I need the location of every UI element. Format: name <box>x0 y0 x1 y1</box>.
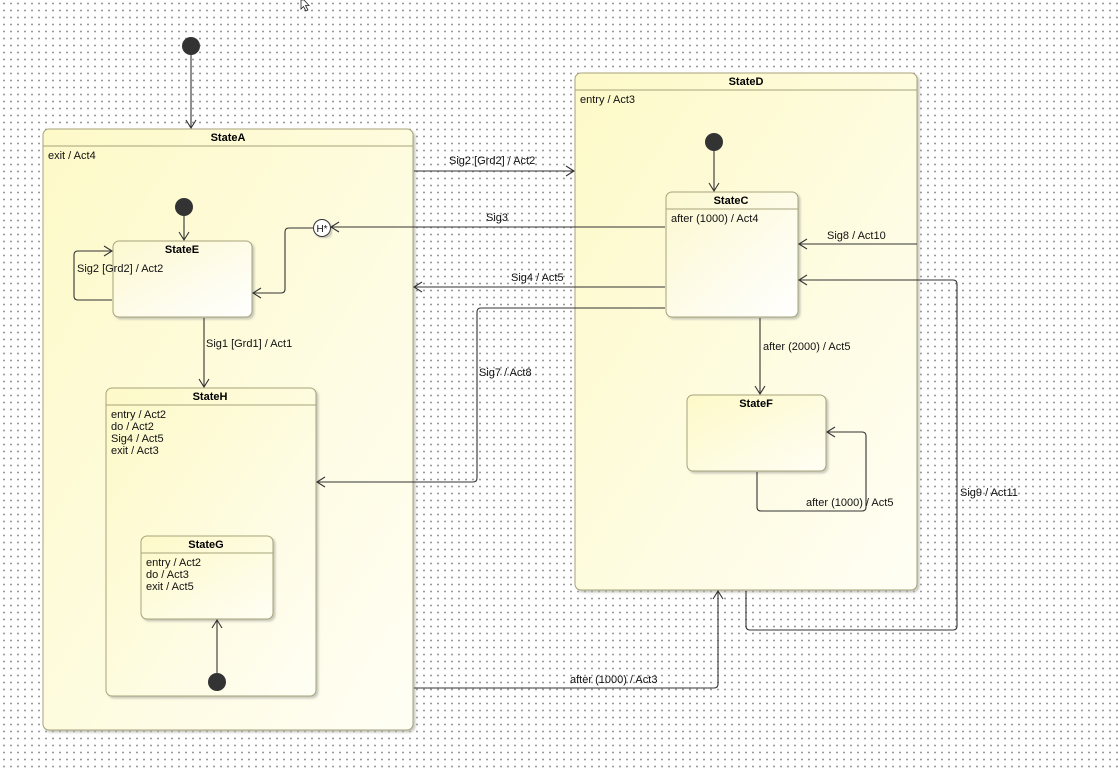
transition-e-self[interactable]: Sig2 [Grd2] / Act2 <box>73 245 163 301</box>
transition-history-to-e[interactable] <box>251 227 313 299</box>
transition-c-to-a[interactable]: Sig4 / Act5 <box>412 272 665 293</box>
state-f-box[interactable] <box>686 394 827 472</box>
deep-history-node[interactable]: H* <box>313 219 331 237</box>
state-c-activity: after (1000) / Act4 <box>671 213 758 225</box>
state-c[interactable]: StateC after (1000) / Act4 <box>665 191 799 318</box>
state-g-box[interactable] <box>140 535 274 620</box>
transition-initial-to-c[interactable] <box>708 151 720 193</box>
initial-node-state-a[interactable] <box>175 198 193 216</box>
state-a-name: StateA <box>211 132 246 144</box>
state-f-name: StateF <box>739 398 773 410</box>
state-g-activity: exit / Act5 <box>146 581 194 593</box>
state-g[interactable]: StateG entry / Act2 do / Act3 exit / Act… <box>140 535 274 620</box>
history-label: H* <box>316 224 327 235</box>
state-c-box[interactable] <box>665 191 799 318</box>
state-a-activity: exit / Act4 <box>48 150 96 162</box>
transition-c-to-f[interactable]: after (2000) / Act5 <box>754 318 850 396</box>
transition-c-to-history[interactable]: Sig3 <box>329 212 665 233</box>
transition-initial-to-a[interactable] <box>185 55 197 130</box>
state-d-box[interactable] <box>574 72 918 591</box>
initial-node-state-h[interactable] <box>208 673 226 691</box>
transition-label: Sig2 [Grd2] / Act2 <box>77 263 163 275</box>
transition-d-to-c-loop[interactable]: Sig9 / Act11 <box>745 274 1018 631</box>
state-g-name: StateG <box>188 539 223 551</box>
transition-label: Sig7 / Act8 <box>479 367 532 379</box>
state-h-activity: do / Act2 <box>111 421 154 433</box>
state-e[interactable]: StateE <box>112 240 253 318</box>
state-e-box[interactable] <box>112 240 253 318</box>
state-h-name: StateH <box>193 391 228 403</box>
transition-c-to-h[interactable]: Sig7 / Act8 <box>315 307 665 488</box>
transition-label: after (1000) / Act5 <box>806 497 893 509</box>
transition-label: Sig1 [Grd1] / Act1 <box>206 338 292 350</box>
state-d-activity: entry / Act3 <box>580 94 635 106</box>
state-d[interactable]: StateD entry / Act3 <box>574 72 918 591</box>
transition-label: Sig3 <box>486 212 508 224</box>
transition-label: Sig4 / Act5 <box>511 272 564 284</box>
state-e-name: StateE <box>165 244 199 256</box>
transition-label: after (2000) / Act5 <box>763 341 850 353</box>
transition-a-to-d-timer[interactable]: after (1000) / Act3 <box>414 589 724 689</box>
state-c-name: StateC <box>714 195 749 207</box>
state-h-activity: Sig4 / Act5 <box>111 433 164 445</box>
transition-label: Sig2 [Grd2] / Act2 <box>449 155 535 167</box>
state-g-activity: entry / Act2 <box>146 557 201 569</box>
state-h-activity: entry / Act2 <box>111 409 166 421</box>
transition-e-to-h[interactable]: Sig1 [Grd1] / Act1 <box>198 318 292 389</box>
state-g-activity: do / Act3 <box>146 569 189 581</box>
transition-d-to-c[interactable]: Sig8 / Act10 <box>797 230 917 250</box>
transition-label: after (1000) / Act3 <box>570 674 657 686</box>
transition-initial-to-g[interactable] <box>211 618 223 673</box>
transition-label: Sig8 / Act10 <box>827 230 886 242</box>
transition-a-to-d[interactable]: Sig2 [Grd2] / Act2 <box>414 155 576 177</box>
initial-node-state-d[interactable] <box>705 133 723 151</box>
mouse-cursor-icon <box>300 0 310 12</box>
initial-node-top[interactable] <box>182 37 200 55</box>
transition-label: Sig9 / Act11 <box>960 487 1018 499</box>
transition-initial-to-e[interactable] <box>178 216 190 242</box>
state-h-activity: exit / Act3 <box>111 445 159 457</box>
state-d-name: StateD <box>729 76 764 88</box>
transition-f-self[interactable]: after (1000) / Act5 <box>756 426 893 512</box>
state-f[interactable]: StateF <box>686 394 827 472</box>
